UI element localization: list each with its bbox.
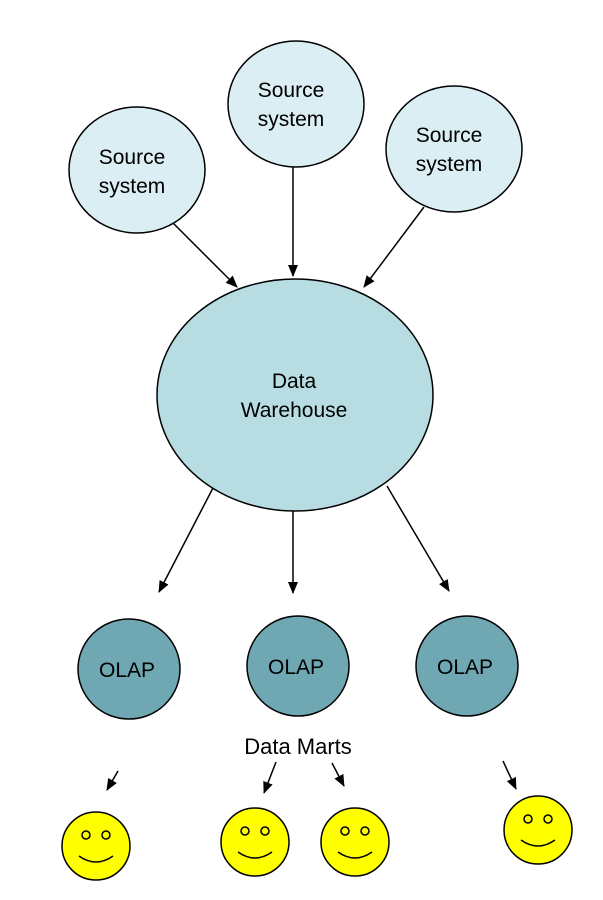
arrow-to-user4 [502, 760, 517, 790]
data-warehouse-node: Data Warehouse [156, 278, 434, 512]
olap-label: OLAP [268, 656, 324, 679]
arrow-to-user2 [263, 761, 277, 794]
arrow-warehouse-to-olap1 [158, 485, 215, 593]
source-system-label-line1: Source [258, 79, 325, 102]
olap-node-2: OLAP [246, 615, 350, 717]
smiley-face-icon [61, 811, 131, 881]
data-warehouse-label-line2: Warehouse [241, 399, 348, 422]
source-system-label-line1: Source [416, 124, 483, 147]
data-warehouse-label-line1: Data [272, 370, 317, 393]
arrow-to-user3 [331, 762, 345, 787]
data-marts-label: Data Marts [244, 734, 352, 759]
source-system-node-3: Source system [385, 85, 523, 213]
olap-node-1: OLAP [77, 618, 181, 720]
arrow-warehouse-to-olap3 [386, 485, 450, 592]
source-system-label-line1: Source [99, 146, 166, 169]
source-system-label-line2: system [416, 153, 483, 176]
olap-label: OLAP [99, 659, 155, 682]
smiley-face-icon [220, 807, 290, 877]
source-system-label-line2: system [99, 175, 166, 198]
olap-node-3: OLAP [415, 615, 519, 717]
arrow-source1-to-warehouse [171, 221, 238, 288]
source-system-node-2: Source system [227, 40, 365, 168]
smiley-face-icon [503, 795, 573, 865]
arrow-to-user1 [106, 770, 119, 791]
olap-label: OLAP [437, 656, 493, 679]
arrow-source3-to-warehouse [363, 206, 425, 288]
source-system-label-line2: system [258, 108, 325, 131]
smiley-face-icon [320, 807, 390, 877]
source-system-node-1: Source system [68, 106, 206, 234]
